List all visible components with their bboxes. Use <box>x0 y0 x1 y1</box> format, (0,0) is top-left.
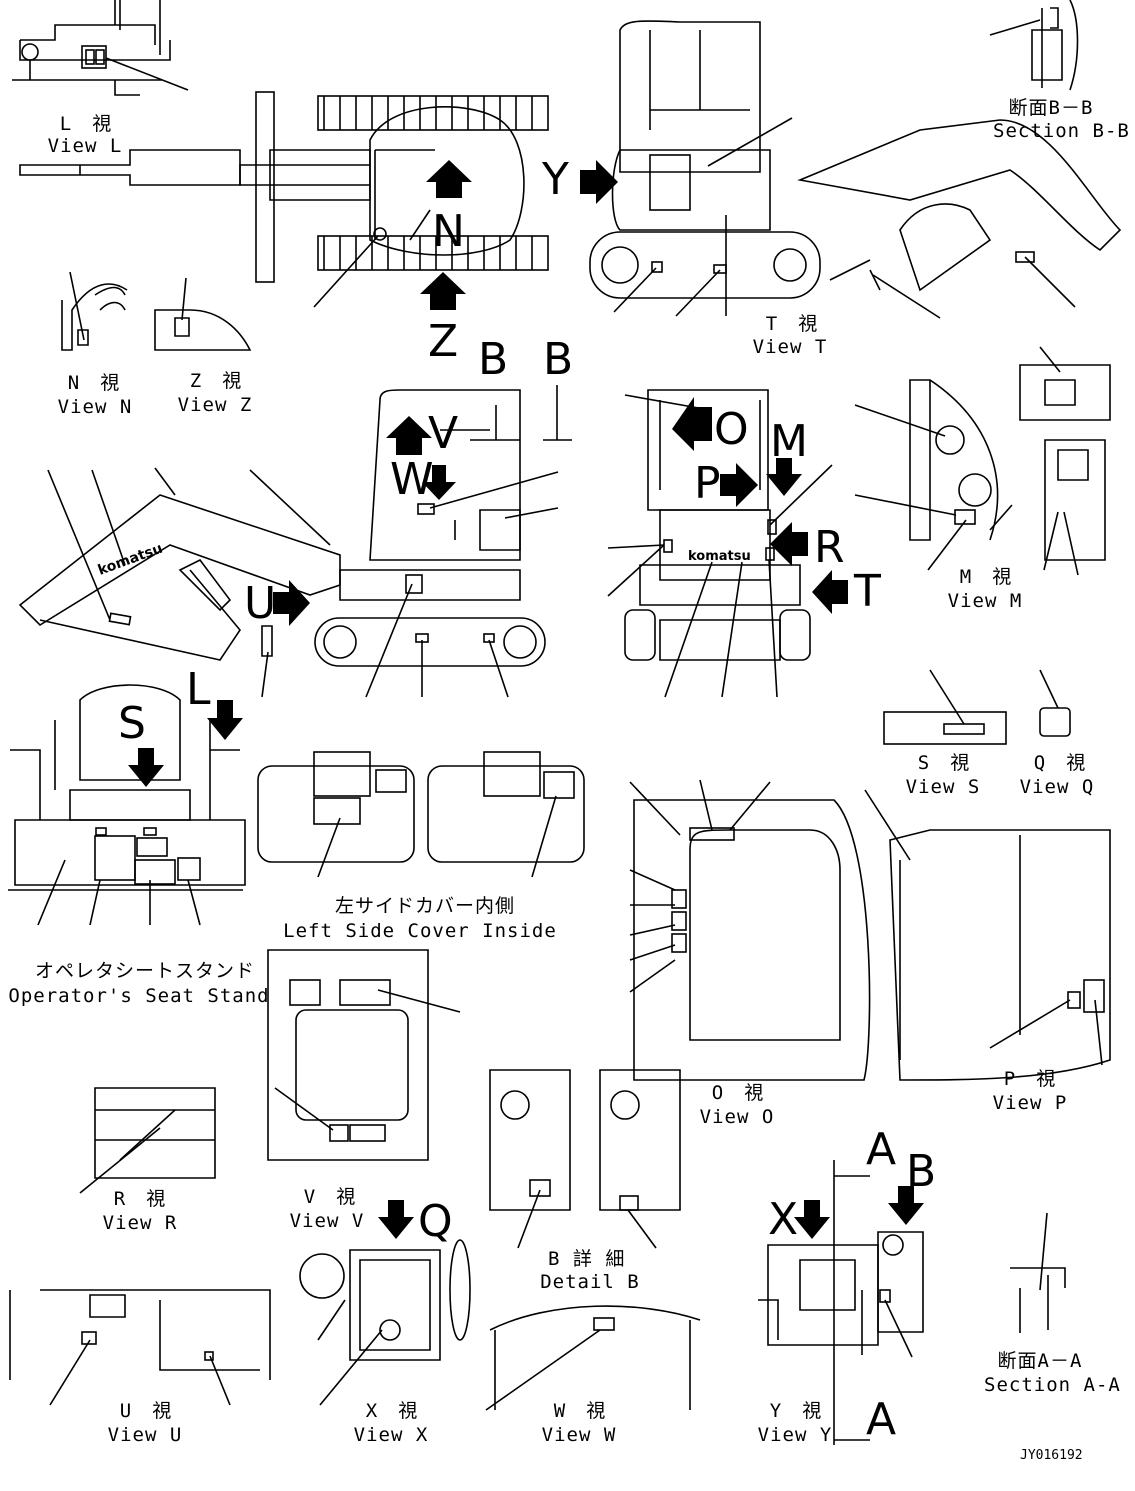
marker-o: O <box>714 404 749 455</box>
marker-y: Y <box>542 154 569 205</box>
marker-b1: B <box>478 334 509 385</box>
view-z-en: View Z <box>177 394 253 416</box>
side-view-drawing: komatsu <box>18 385 572 698</box>
view-u-drawing <box>9 1289 271 1406</box>
marker-q: Q <box>418 1196 453 1247</box>
view-x-drawing <box>299 1239 471 1406</box>
view-r-drawing <box>79 1087 216 1194</box>
view-l-jp: L 視 <box>59 113 113 135</box>
view-p-drawing <box>864 789 1111 1081</box>
view-n-z-drawing <box>61 271 252 351</box>
detail-b-jp: B 詳 細 <box>548 1248 626 1270</box>
view-t-drawing <box>589 20 1122 319</box>
marker-z: Z <box>428 316 459 367</box>
view-l-en: View L <box>47 135 123 157</box>
view-o-jp: O 視 <box>711 1082 765 1104</box>
drawing-code: JY016192 <box>1020 1448 1083 1463</box>
marker-a2: A <box>866 1394 897 1445</box>
marker-l: L <box>186 664 211 715</box>
view-y-en: View Y <box>757 1424 833 1446</box>
view-v-drawing <box>267 949 461 1161</box>
view-m-en: View M <box>947 590 1023 612</box>
marker-s: S <box>118 698 146 749</box>
rear-view-drawing: komatsu <box>607 389 833 698</box>
view-n-en: View N <box>57 396 133 418</box>
section-aa-en: Section A-A <box>984 1374 1121 1396</box>
view-q-icon <box>1039 669 1071 737</box>
marker-b3: B <box>906 1146 937 1197</box>
view-n-jp: N 視 <box>67 372 121 394</box>
section-bb-jp: 断面B－B <box>1008 97 1094 119</box>
section-bb-en: Section B-B <box>993 120 1130 142</box>
view-t-jp: T 視 <box>765 313 819 335</box>
left-cover-drawing <box>257 751 585 878</box>
view-o-en: View O <box>699 1106 775 1128</box>
view-p-jp: P 視 <box>1003 1068 1057 1090</box>
svg-text:komatsu: komatsu <box>688 549 751 564</box>
view-s-jp: S 視 <box>917 752 971 774</box>
marker-v: V <box>428 408 459 459</box>
seat-stand-jp: オペレタシートスタンド <box>35 960 256 982</box>
view-m-jp: M 視 <box>959 566 1013 588</box>
marker-t: T <box>854 566 881 617</box>
svg-text:komatsu: komatsu <box>96 541 165 579</box>
marker-m: M <box>770 416 808 467</box>
view-r-en: View R <box>102 1212 178 1234</box>
left-cover-en: Left Side Cover Inside <box>283 920 557 942</box>
view-w-jp: W 視 <box>553 1400 607 1422</box>
view-v-jp: V 視 <box>303 1186 357 1208</box>
marker-n: N <box>432 206 465 257</box>
view-q-en: View Q <box>1019 776 1095 798</box>
marker-p: P <box>694 458 721 509</box>
detail-b-en: Detail B <box>540 1271 640 1293</box>
marker-r: R <box>814 522 845 573</box>
seat-stand-en: Operator's Seat Stand <box>8 985 270 1007</box>
marker-w: W <box>390 454 434 505</box>
view-w-en: View W <box>541 1424 617 1446</box>
view-s-en: View S <box>905 776 981 798</box>
view-v-en: View V <box>289 1210 365 1232</box>
marker-b2: B <box>543 334 574 385</box>
marker-a1: A <box>866 1124 897 1175</box>
view-w-drawing <box>485 1305 701 1411</box>
view-u-en: View U <box>107 1424 183 1446</box>
view-y-jp: Y 視 <box>769 1400 823 1422</box>
left-cover-jp: 左サイドカバー内側 <box>334 895 515 917</box>
view-q-jp: Q 視 <box>1033 752 1087 774</box>
section-bb-drawing <box>989 0 1079 91</box>
view-s-q-drawing <box>883 669 1007 745</box>
operator-seat-drawing <box>8 684 246 926</box>
section-aa-drawing <box>1010 1212 1066 1333</box>
view-u-jp: U 視 <box>119 1400 173 1422</box>
view-p-en: View P <box>992 1092 1068 1114</box>
view-t-en: View T <box>752 336 828 358</box>
marker-u: U <box>244 578 277 629</box>
arrows <box>128 160 924 1239</box>
detail-b-drawing <box>489 1069 681 1249</box>
view-y-drawing <box>758 1160 924 1445</box>
view-m-drawing <box>854 346 1111 576</box>
plan-view-drawing <box>19 91 549 308</box>
view-o-drawing <box>629 779 871 1081</box>
marker-x: X <box>768 1194 799 1245</box>
view-x-jp: X 視 <box>365 1400 419 1422</box>
view-z-jp: Z 視 <box>189 370 243 392</box>
view-x-en: View X <box>353 1424 429 1446</box>
view-r-jp: R 視 <box>113 1188 167 1210</box>
view-l-drawing <box>12 0 189 96</box>
section-aa-jp: 断面A－A <box>997 1350 1083 1372</box>
